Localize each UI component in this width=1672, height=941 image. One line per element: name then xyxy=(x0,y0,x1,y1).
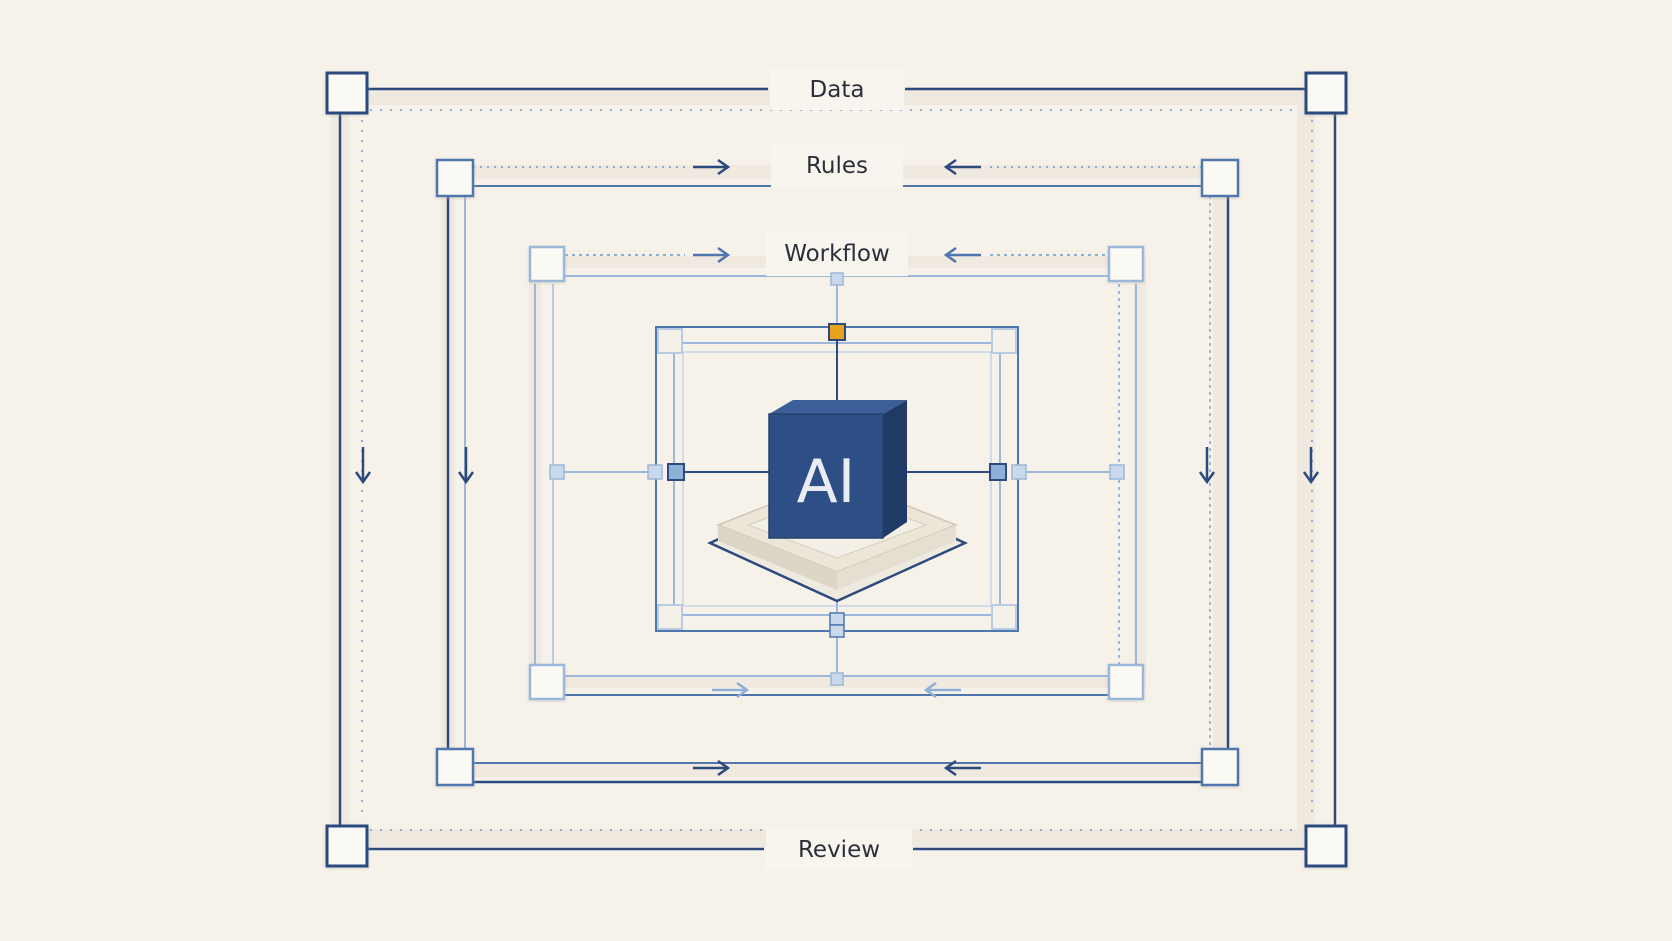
cube-front xyxy=(769,414,883,538)
square-node-icon xyxy=(667,463,685,481)
square-node-icon xyxy=(528,663,566,701)
orange-node-icon xyxy=(828,323,846,341)
square-node-icon xyxy=(549,464,565,480)
square-node-icon xyxy=(1304,71,1348,115)
square-node-icon xyxy=(830,272,844,286)
arrow-icon xyxy=(1302,447,1320,485)
cube-side xyxy=(883,400,907,538)
arrow-icon xyxy=(923,681,961,699)
arrow-icon xyxy=(1198,447,1216,485)
square-node-icon xyxy=(829,612,845,626)
square-node-icon xyxy=(325,71,369,115)
square-node-icon xyxy=(1109,464,1125,480)
square-node-icon xyxy=(1011,464,1027,480)
arrow-icon xyxy=(943,759,981,777)
square-node-icon xyxy=(991,328,1017,354)
arrow-icon xyxy=(457,447,475,485)
arrow-icon xyxy=(693,246,731,264)
arrow-icon xyxy=(693,158,731,176)
arrow-icon xyxy=(354,447,372,485)
rules-layer: Rules xyxy=(435,144,1240,787)
outer-layer: Data Review xyxy=(325,68,1348,870)
ai-core: AI xyxy=(706,400,969,603)
square-node-icon xyxy=(325,824,369,868)
square-node-icon xyxy=(991,604,1017,630)
square-node-icon xyxy=(829,624,845,638)
arrow-icon xyxy=(943,158,981,176)
inner-frame xyxy=(549,272,1125,686)
square-node-icon xyxy=(1107,663,1145,701)
square-node-icon xyxy=(830,672,844,686)
square-node-icon xyxy=(647,464,663,480)
square-node-icon xyxy=(1200,747,1240,787)
layer-label-rules: Rules xyxy=(806,153,868,179)
square-node-icon xyxy=(435,158,475,198)
square-node-icon xyxy=(435,747,475,787)
layer-label-workflow: Workflow xyxy=(784,241,890,267)
ai-label: AI xyxy=(797,447,856,517)
arrow-icon xyxy=(712,681,750,699)
square-node-icon xyxy=(528,245,566,283)
arrow-icon xyxy=(943,246,981,264)
layer-label-review: Review xyxy=(798,837,880,863)
square-node-icon xyxy=(989,463,1007,481)
square-node-icon xyxy=(1107,245,1145,283)
square-node-icon xyxy=(657,604,683,630)
layer-label-data: Data xyxy=(810,77,865,103)
arrow-icon xyxy=(693,759,731,777)
cube-top xyxy=(769,400,907,414)
square-node-icon xyxy=(1200,158,1240,198)
square-node-icon xyxy=(1304,824,1348,868)
square-node-icon xyxy=(657,328,683,354)
